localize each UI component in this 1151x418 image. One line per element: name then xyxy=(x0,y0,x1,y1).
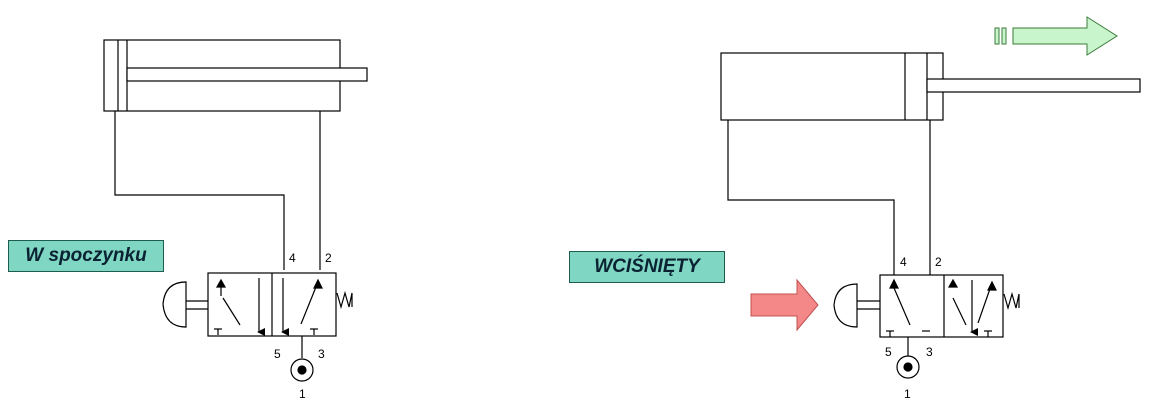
right-spring xyxy=(1003,291,1020,311)
right-port-1: 1 xyxy=(904,387,911,401)
right-port-4: 4 xyxy=(900,255,907,269)
left-port-5: 5 xyxy=(274,347,281,361)
right-port-5: 5 xyxy=(885,345,892,359)
left-port-3: 3 xyxy=(318,347,325,361)
right-pipe-4 xyxy=(727,120,895,278)
right-valve xyxy=(879,274,1020,338)
left-spring xyxy=(336,290,353,310)
left-port-1: 1 xyxy=(299,387,306,401)
right-cylinder xyxy=(720,52,1141,121)
right-circuit xyxy=(720,52,1141,379)
state-label-pressed: WCIŚNIĘTY xyxy=(569,251,725,283)
right-port-2: 2 xyxy=(935,255,942,269)
left-port-2: 2 xyxy=(325,251,332,265)
left-port-4: 4 xyxy=(289,251,296,265)
push-arrow-icon xyxy=(750,278,819,332)
left-pipe-4 xyxy=(114,111,285,270)
motion-arrow-icon xyxy=(994,16,1118,56)
left-valve xyxy=(207,272,353,337)
right-port-3: 3 xyxy=(926,345,933,359)
state-label-at-rest: W spoczynku xyxy=(8,240,164,272)
left-cylinder xyxy=(103,39,368,112)
right-pushbutton xyxy=(833,283,880,328)
left-circuit xyxy=(103,39,368,382)
left-pushbutton xyxy=(162,281,208,328)
